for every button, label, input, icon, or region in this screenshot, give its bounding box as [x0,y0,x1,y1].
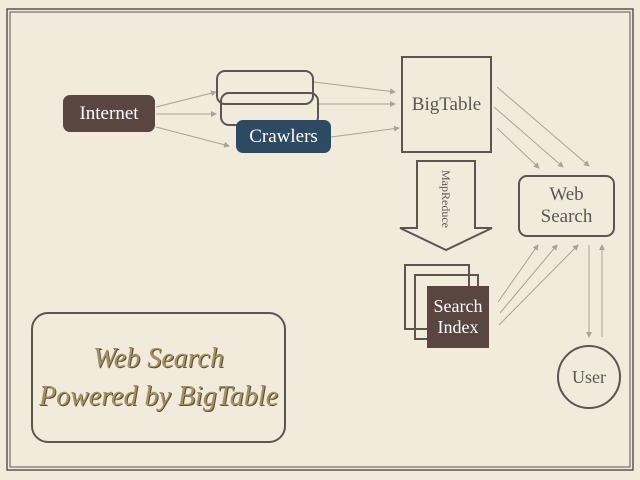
arrow-index-websearch-3 [498,244,579,326]
search-index-label-line2: Index [437,317,479,337]
inner-border [9,11,631,468]
arrow-index-websearch-1 [497,244,539,303]
motto-line2: Powered by BigTable [38,380,278,412]
internet-label: Internet [79,102,139,124]
motto: Web Search Powered by BigTable [32,313,285,442]
user-node-circle [557,345,621,409]
crawlers-label: Crawlers [249,125,318,147]
arrow-internet-crawler-1 [155,90,217,108]
arrow-bigtable-websearch-3 [496,127,540,169]
search-index-label: Search Index [427,286,489,348]
motto-line1: Web Search [93,342,224,374]
arrow-index-websearch-2 [499,244,558,314]
arrow-internet-crawler-3 [155,126,230,148]
outer-border [6,8,634,471]
arrow-crawler-bigtable-3 [330,125,400,138]
user-label: User [572,366,606,387]
websearch-label-line1: Web [549,184,584,206]
arrow-bigtable-websearch-2 [493,106,564,168]
websearch-node-box [518,175,615,237]
websearch-label: Web Search [519,176,614,236]
bigtable-label: BigTable [411,94,482,116]
mapreduce-arrow [399,160,493,252]
arrows [155,81,605,338]
bigtable-node-box [401,56,492,153]
crawlers-node-box [236,120,331,153]
motto-box [31,312,286,443]
search-index-label-line1: Search [433,296,483,317]
arrow-crawler-bigtable-1 [313,81,396,95]
mapreduce-label: MapReduce [438,170,453,228]
websearch-label-line2: Search [540,206,593,227]
crawler-stack-back [216,70,314,105]
arrow-bigtable-websearch-1 [496,86,590,167]
internet-node-box [63,95,155,132]
search-index-node-box [427,286,489,348]
